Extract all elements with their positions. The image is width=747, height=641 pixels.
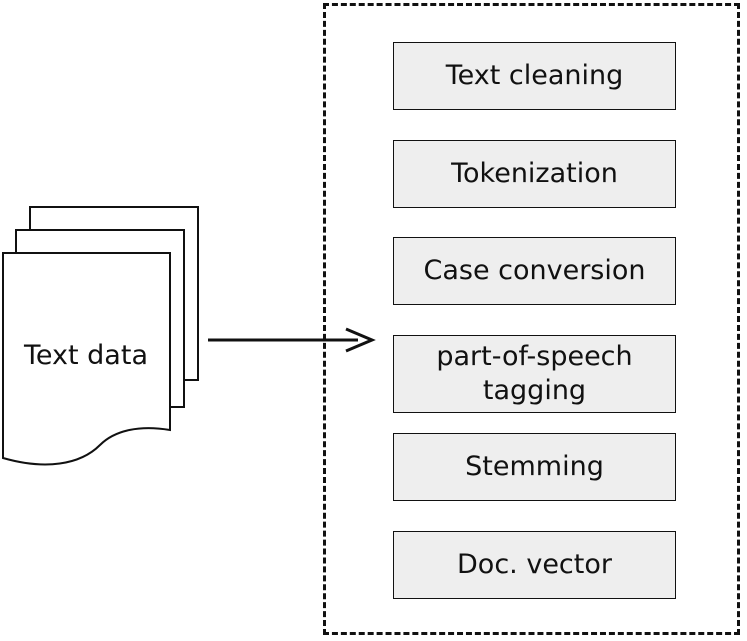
step-part-of-speech-tagging: part-of-speech tagging xyxy=(393,335,676,413)
preprocessing-panel xyxy=(323,3,740,635)
step-tokenization: Tokenization xyxy=(393,140,676,208)
step-stemming: Stemming xyxy=(393,433,676,501)
step-label: Stemming xyxy=(465,451,604,482)
step-text-cleaning: Text cleaning xyxy=(393,42,676,110)
step-label: Doc. vector xyxy=(457,549,612,580)
step-label-line-1: part-of-speech xyxy=(436,341,633,372)
document-front-sheet xyxy=(1,252,171,466)
step-doc-vector: Doc. vector xyxy=(393,531,676,599)
input-label: Text data xyxy=(23,340,148,371)
step-label: Case conversion xyxy=(423,255,646,286)
step-label: Tokenization xyxy=(451,158,618,189)
step-case-conversion: Case conversion xyxy=(393,237,676,305)
step-label-line-2: tagging xyxy=(482,375,587,406)
step-label: Text cleaning xyxy=(445,60,624,91)
flow-arrow xyxy=(208,327,376,353)
